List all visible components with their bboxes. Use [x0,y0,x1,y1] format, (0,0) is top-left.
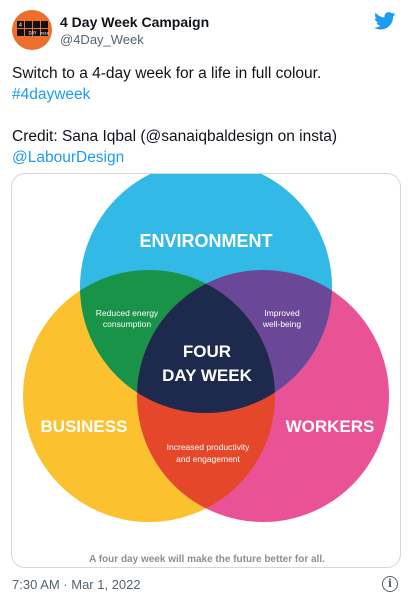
tweet-footer: 7:30 AM · Mar 1, 2022 i [12,575,400,595]
logo-text-day: DAY [29,31,37,36]
logo-text-week: WEEK [40,32,50,36]
tweet-text: Switch to a 4-day week for a life in ful… [12,63,400,168]
env-workers-label-2: well-being [262,319,302,329]
business-workers-label-2: and engagement [176,454,240,464]
venn-diagram: ENVIRONMENT BUSINESS WORKERS Reduced ene… [23,174,389,565]
center-label-2: DAY WEEK [162,366,252,385]
image-caption: A four day week will make the future bet… [89,554,325,565]
avatar[interactable]: 4 DAY WEEK [12,10,52,50]
info-icon[interactable]: i [382,576,398,592]
campaign-logo: 4 DAY WEEK [17,21,50,36]
env-business-label-2: consumption [103,319,151,329]
business-label: BUSINESS [41,417,128,436]
tweet-line-1: Switch to a 4-day week for a life in ful… [12,65,322,82]
center-overlap [137,270,275,413]
hashtag-link[interactable]: #4dayweek [12,86,91,103]
env-business-label-1: Reduced energy [96,308,159,318]
tweet-header: 4 DAY WEEK 4 Day Week Campaign @4Day_Wee… [12,10,402,54]
tweet-image[interactable]: ENVIRONMENT BUSINESS WORKERS Reduced ene… [11,173,401,568]
env-workers-label-1: Improved [264,308,300,318]
tweet-timestamp[interactable]: 7:30 AM · Mar 1, 2022 [12,577,141,592]
account-names: 4 Day Week Campaign @4Day_Week [60,13,209,48]
center-label-1: FOUR [183,342,231,361]
mention-link[interactable]: @LabourDesign [12,149,125,166]
tweet-credit: Credit: Sana Iqbal (@sanaiqbaldesign on … [12,128,338,145]
display-name[interactable]: 4 Day Week Campaign [60,14,210,30]
business-workers-label-1: Increased productivity [167,442,250,452]
logo-text-4: 4 [19,23,22,29]
workers-label: WORKERS [286,417,375,436]
environment-label: ENVIRONMENT [139,231,272,251]
account-handle[interactable]: @4Day_Week [60,32,144,47]
twitter-bird-icon[interactable] [374,12,396,30]
